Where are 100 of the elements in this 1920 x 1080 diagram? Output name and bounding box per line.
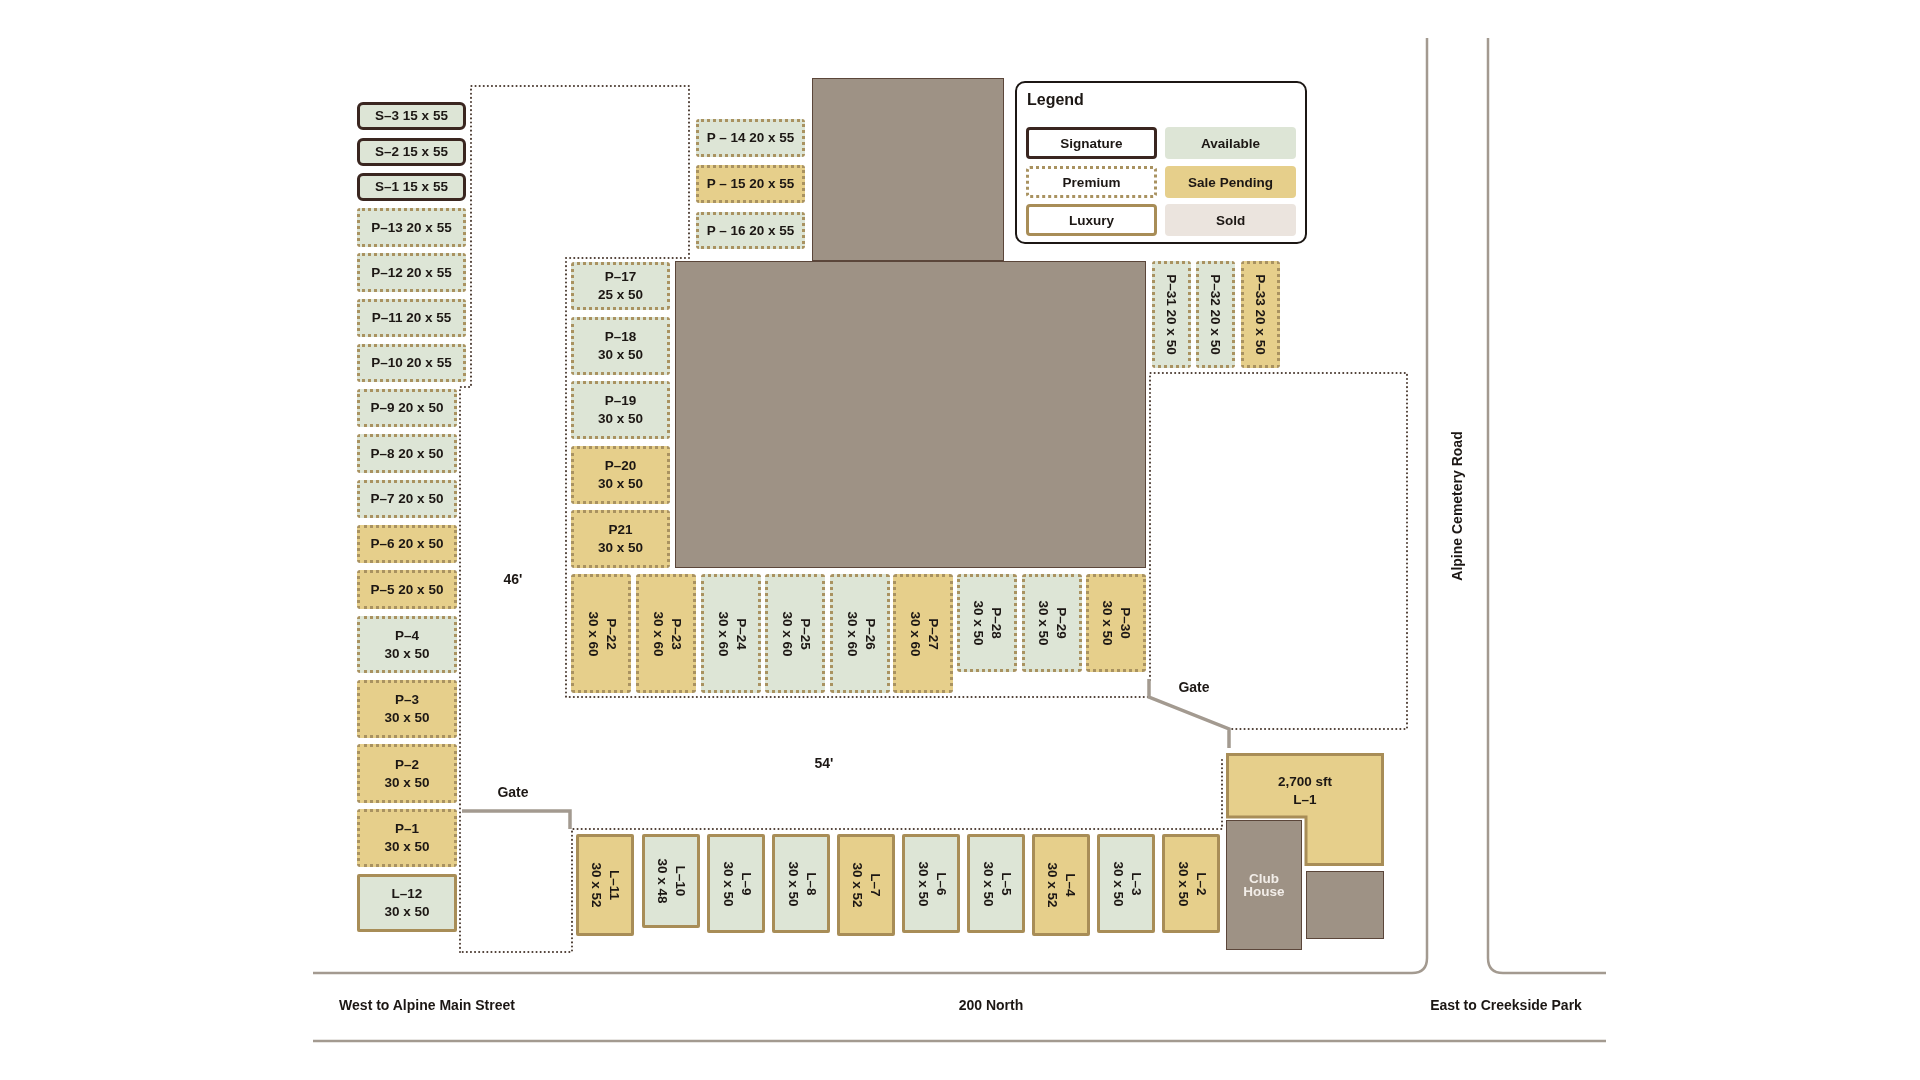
lot-plot [1097,834,1155,933]
lot-label: S–1 15 x 55 [375,178,448,196]
lot-detail: 30 x 50 [597,346,643,364]
lot-detail: 30 x 50 [597,539,643,557]
lot-plot [571,262,670,310]
lot-plot [1086,574,1146,672]
lot-plot [357,480,457,518]
lot-number: P–29 [1052,607,1070,639]
lot-number: P–2 [395,755,419,774]
gate-label: Gate [497,784,529,800]
legend-sample: Signature [1026,127,1157,159]
lot-detail: 25 x 50 [597,286,643,304]
lot-plot [357,434,457,473]
lot-plot [707,834,765,933]
lot-label: S–2 15 x 55 [375,143,448,161]
lot-detail: 30 x 50 [1099,600,1116,646]
lot-plot [357,525,457,563]
lot-number: P–20 [604,457,637,475]
lot-number: P–18 [604,328,637,346]
lot-plot [357,744,457,803]
lot-number: P–30 [1116,607,1134,639]
lot-detail: 30 x 50 [384,773,430,792]
lot-label: P–32 20 x 50 [1207,274,1225,355]
lot-plot [357,680,457,738]
lot-label: P – 14 20 x 55 [706,129,795,147]
lot-plot [357,874,457,932]
lot-plot [837,834,895,936]
lot-plot [902,834,960,933]
lot-detail: 30 x 50 [1109,860,1126,906]
lot-label: P–8 20 x 50 [370,444,444,463]
lot-detail: 30 x 50 [597,475,643,493]
lot-detail: 30 x 48 [654,858,671,904]
lot-plot [571,317,670,375]
lot-label: P–7 20 x 50 [370,490,444,508]
lot-number: P–17 [604,268,637,286]
lot-label: P – 15 20 x 55 [706,175,795,193]
street-name: 200 North [958,997,1024,1013]
lot-number: P–23 [666,617,684,650]
lot-plot [571,510,670,568]
lot-plot [576,834,634,936]
lot-plot [893,574,953,693]
lot-plot [1022,574,1082,672]
lot-detail: 2,700 sft [1277,773,1332,791]
building-label: Club House [1242,871,1286,899]
lot-label: P–6 20 x 50 [370,535,444,553]
lot-detail: 30 x 50 [914,860,931,906]
lot-number: L–11 [605,870,623,900]
lot-plot [357,173,466,201]
lot-plot [357,299,466,337]
lot-plot [701,574,761,693]
legend-title: Legend [1027,91,1084,109]
lot-detail: 30 x 60 [906,610,923,656]
lot-number: P–24 [731,617,749,650]
lot-detail: 30 x 50 [384,709,430,727]
lot-detail: 30 x 50 [384,644,430,663]
lot-detail: 30 x 60 [584,610,601,656]
lot-plot [357,102,466,130]
lot-detail: 30 x 60 [714,610,731,656]
lot-plot [357,138,466,166]
lot-plot [1226,753,1384,866]
lot-plot [357,389,457,427]
lot-detail: 30 x 52 [1044,862,1061,908]
lot-label: P–5 20 x 50 [370,580,444,599]
building-block [1306,871,1384,939]
lot-number: P–22 [601,617,619,650]
lot-number: P–26 [860,617,878,650]
legend-sample: Premium [1026,166,1157,198]
lot-detail: 30 x 50 [597,410,643,428]
lot-number: L–7 [866,873,884,897]
lot-number: P–4 [395,626,419,645]
lot-detail: 30 x 50 [970,600,987,646]
lot-detail: 30 x 50 [719,860,736,906]
lot-plot [772,834,830,933]
lot-detail: 30 x 50 [384,903,430,921]
lot-detail: 30 x 50 [1035,600,1052,646]
lot-number: P–19 [604,392,637,410]
building-block [675,261,1146,568]
lot-number: P–25 [795,617,813,650]
lot-plot [1032,834,1090,936]
lot-plot [696,212,805,249]
dimension-label: 54' [814,755,834,771]
lot-detail: L–1 [1293,790,1317,809]
lot-detail: 30 x 60 [649,610,666,656]
lot-label: P–13 20 x 55 [371,218,452,237]
lot-plot [571,446,670,504]
lot-number: P–28 [987,607,1005,639]
street-name: West to Alpine Main Street [339,997,515,1013]
lot-number: L–6 [931,871,949,896]
lot-number: L–2 [1191,871,1209,896]
lot-label: P–10 20 x 55 [371,354,452,372]
lot-plot [1152,261,1191,368]
lot-plot [642,834,700,928]
legend-swatch: Sold [1165,204,1296,236]
lot-detail: 30 x 60 [843,610,860,656]
lot-plot [957,574,1017,672]
lot-plot [830,574,890,693]
lot-plot [765,574,825,693]
lot-detail: 30 x 50 [1174,860,1191,906]
legend-swatch: Sale Pending [1165,166,1296,198]
lot-plot [357,616,457,673]
